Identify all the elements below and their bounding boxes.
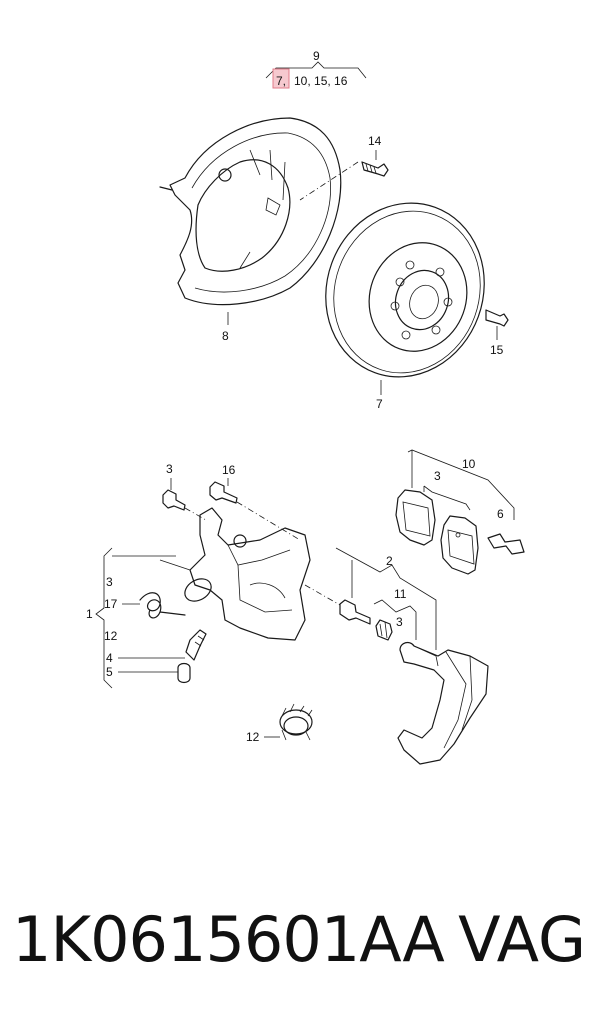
- disc-screw[interactable]: [485, 309, 509, 327]
- callout-3-top: 3: [166, 462, 173, 476]
- caliper-carrier[interactable]: [397, 641, 489, 765]
- callout-6: 6: [497, 507, 504, 521]
- brake-caliper[interactable]: [159, 507, 311, 641]
- guide-pin-bracket: 2 11 3: [335, 547, 437, 650]
- pad-clip[interactable]: [487, 533, 525, 555]
- highlighted-ref-box: [272, 68, 290, 89]
- callout-10: 10: [462, 457, 476, 471]
- callout-11: 11: [394, 587, 407, 601]
- callout-grommet-12: 12: [246, 730, 260, 744]
- spring-17[interactable]: [139, 592, 186, 619]
- shield-bolt[interactable]: [361, 161, 389, 177]
- callout-14: 14: [368, 134, 382, 148]
- footer: 1K0615601AA VAG: [0, 890, 600, 990]
- callout-5: 5: [106, 665, 113, 679]
- pad-set-bracket: 10 3 6: [407, 449, 515, 521]
- group-label-9: 9: [313, 49, 320, 63]
- caliper-bolt-16[interactable]: [209, 481, 238, 504]
- bleeder-valve[interactable]: [185, 629, 207, 661]
- top-group-bracket: 9 7, 10, 15, 16: [265, 49, 367, 89]
- brand-name: VAG: [458, 903, 586, 976]
- callout-7: 7: [376, 397, 383, 411]
- callout-pad-3: 3: [434, 469, 441, 483]
- guide-pin[interactable]: [339, 599, 371, 625]
- callout-8: 8: [222, 329, 229, 343]
- callout-caliper-12: 12: [104, 629, 118, 643]
- callout-caliper-3: 3: [106, 575, 113, 589]
- highlighted-ref-7[interactable]: 7,: [276, 74, 286, 88]
- part-number: 1K0615601AA: [12, 903, 445, 976]
- caliper-grommet[interactable]: [279, 703, 313, 741]
- callout-4: 4: [106, 651, 113, 665]
- brake-pad-inner[interactable]: [440, 515, 479, 575]
- callout-15: 15: [490, 343, 504, 357]
- exploded-parts-diagram: 9 7, 10, 15, 16 8 14 7: [86, 49, 525, 765]
- guide-bushing[interactable]: [375, 619, 393, 641]
- splash-shield[interactable]: [159, 117, 342, 306]
- caliper-assembly-bracket: 3 17 1 12 4 5: [86, 547, 185, 689]
- brake-pad-outer[interactable]: [395, 489, 436, 546]
- callout-1: 1: [86, 607, 93, 621]
- callout-guide-3: 3: [396, 615, 403, 629]
- brake-disc[interactable]: [302, 181, 509, 400]
- group-refs: 10, 15, 16: [294, 74, 348, 88]
- callout-16: 16: [222, 463, 236, 477]
- callout-2: 2: [386, 554, 393, 568]
- dust-cap[interactable]: [177, 662, 191, 684]
- callout-17: 17: [104, 597, 118, 611]
- caliper-bolt-3[interactable]: [162, 489, 186, 511]
